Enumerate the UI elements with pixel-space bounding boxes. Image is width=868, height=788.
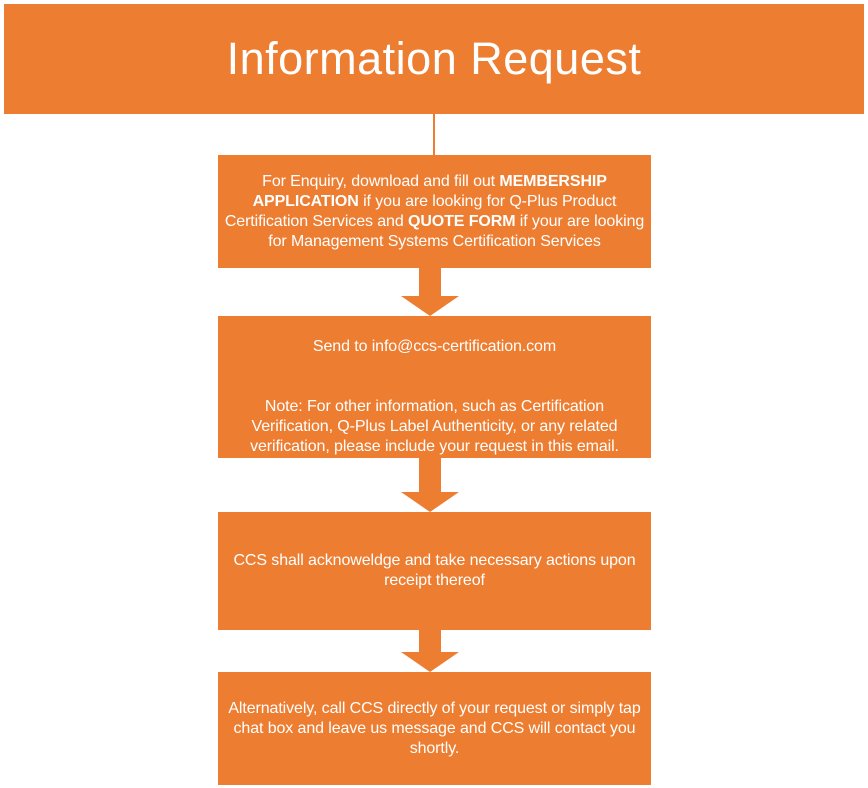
connector-line bbox=[433, 114, 435, 155]
down-arrow-icon bbox=[419, 458, 441, 492]
flow-step-text: CCS shall acknoweldge and take necessary… bbox=[233, 552, 636, 589]
flow-step-send-email: Send to info@ccs-certification.com Note:… bbox=[218, 316, 651, 458]
flow-step-text: Alternatively, call CCS directly of your… bbox=[228, 699, 641, 757]
flow-step-enquiry-download: For Enquiry, download and fill out MEMBE… bbox=[218, 155, 651, 268]
down-arrow-icon bbox=[419, 268, 441, 296]
flow-step-acknowledge: CCS shall acknoweldge and take necessary… bbox=[218, 512, 651, 630]
down-arrow-icon bbox=[401, 296, 459, 316]
down-arrow-icon bbox=[401, 492, 459, 512]
header-banner: Information Request bbox=[4, 4, 864, 114]
flow-step-text: For Enquiry, download and fill out MEMBE… bbox=[224, 172, 645, 250]
send-to-email-text: Send to info@ccs-certification.com bbox=[312, 338, 557, 355]
flow-step-text: Send to info@ccs-certification.com Note:… bbox=[250, 317, 619, 457]
down-arrow-icon bbox=[419, 630, 441, 654]
flow-step-call-or-chat: Alternatively, call CCS directly of your… bbox=[218, 672, 651, 785]
note-text: Note: For other information, such as Cer… bbox=[250, 398, 619, 455]
paragraph-gap bbox=[250, 357, 619, 377]
down-arrow-icon bbox=[401, 652, 459, 672]
page-title: Information Request bbox=[226, 33, 642, 84]
